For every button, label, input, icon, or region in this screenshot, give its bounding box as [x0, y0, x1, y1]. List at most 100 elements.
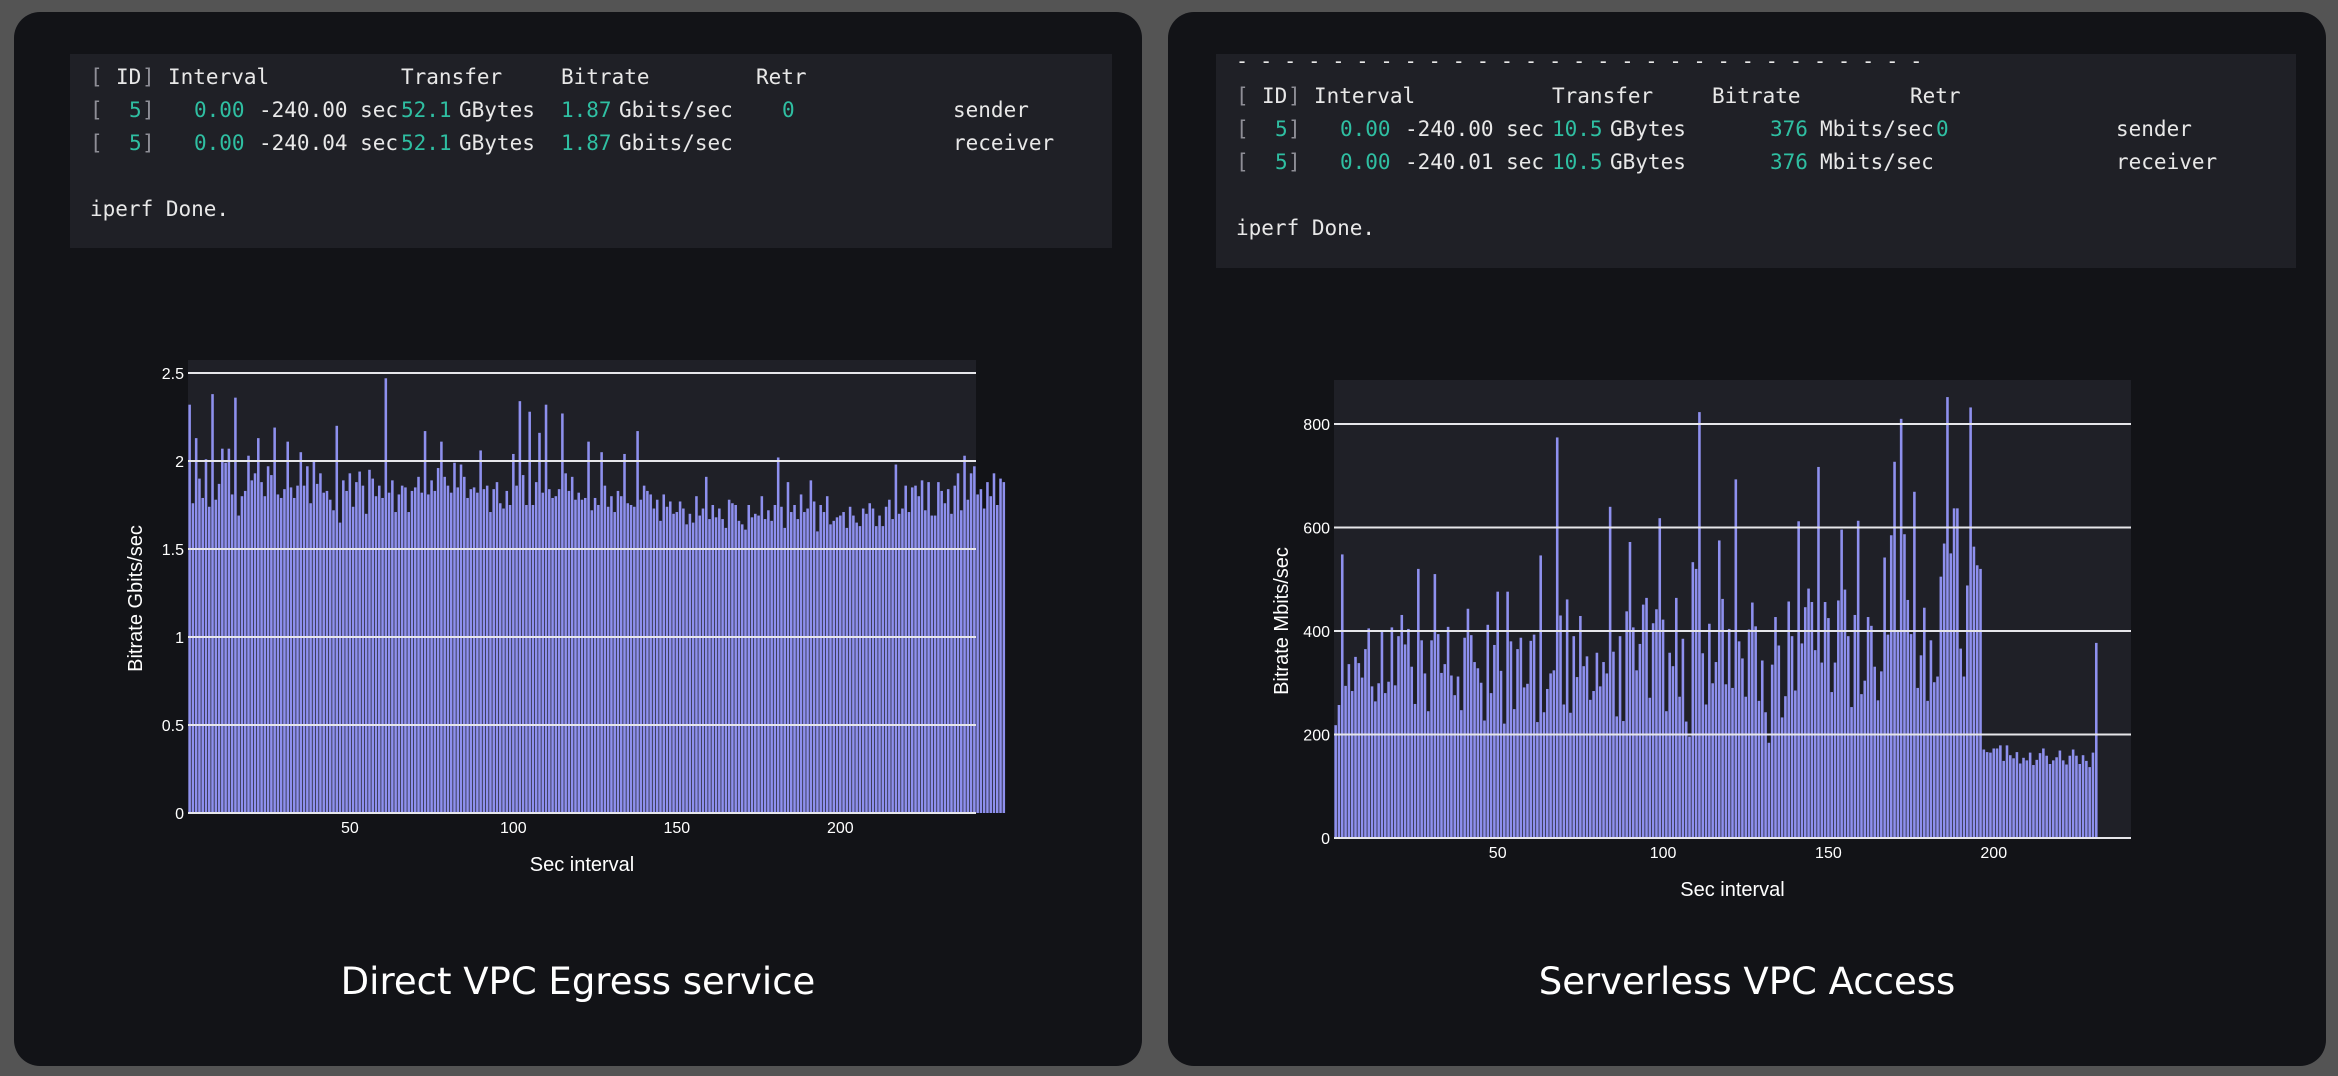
bar — [322, 492, 325, 813]
bar — [1813, 650, 1817, 838]
y-tick-label: 400 — [1303, 624, 1330, 641]
bar — [221, 448, 224, 813]
bar — [734, 505, 737, 813]
header-close-bracket: ] — [142, 65, 155, 89]
bar — [328, 499, 332, 813]
bar — [1456, 676, 1460, 838]
bar — [698, 515, 701, 813]
row-interval-end: -240.01 sec — [1405, 150, 1545, 174]
bar — [548, 489, 551, 813]
bar — [1364, 649, 1367, 838]
bar — [1446, 626, 1450, 838]
row-bitrate-unit: Mbits/sec — [1820, 150, 1934, 174]
bar — [969, 473, 973, 813]
bar — [1886, 634, 1890, 838]
bar — [1393, 685, 1397, 838]
row-interval-end: -240.04 sec — [259, 131, 399, 155]
bar — [534, 482, 538, 813]
x-tick-label: 50 — [341, 820, 359, 837]
bar — [1420, 640, 1423, 838]
y-tick-label: 800 — [1303, 417, 1330, 434]
bar — [1397, 636, 1400, 838]
bar — [1536, 722, 1539, 838]
bar — [476, 492, 479, 813]
bar — [1734, 479, 1738, 838]
bar — [992, 473, 996, 813]
bar — [2018, 763, 2022, 838]
bar — [194, 438, 198, 813]
bar — [1407, 628, 1410, 838]
bar — [1595, 652, 1599, 838]
bar — [1751, 602, 1754, 838]
bar — [1512, 709, 1516, 838]
bar — [554, 496, 558, 813]
bar — [387, 492, 391, 813]
row-open-bracket: [ — [1236, 150, 1249, 174]
bar — [1952, 508, 1956, 838]
bar — [731, 503, 734, 813]
bar — [1959, 648, 1962, 838]
bar — [1473, 662, 1476, 838]
bar — [515, 485, 518, 813]
bar — [1807, 588, 1810, 838]
bar — [302, 485, 306, 813]
bar — [1546, 688, 1549, 838]
bar — [446, 485, 450, 813]
bar — [355, 482, 358, 813]
header-open-bracket: [ — [1236, 84, 1249, 108]
bar — [829, 524, 832, 813]
row-transfer-value: 10.5 — [1552, 117, 1603, 141]
bar — [1350, 691, 1354, 838]
bar — [1962, 676, 1966, 838]
bar — [776, 457, 780, 813]
bar — [1876, 700, 1880, 838]
x-tick-label: 100 — [500, 820, 527, 837]
header-transfer: Transfer — [1552, 84, 1654, 108]
bar — [1562, 704, 1566, 838]
bar — [1846, 636, 1850, 838]
bar — [335, 425, 339, 813]
bar — [878, 515, 881, 813]
bar — [342, 480, 345, 813]
bar — [1622, 721, 1625, 838]
header-retr: Retr — [756, 65, 807, 89]
bar — [1681, 638, 1685, 838]
terminal-header-row: [ ID ] Interval Transfer Bitrate Retr — [1216, 81, 1961, 111]
bar — [1519, 637, 1523, 838]
bar — [1803, 607, 1807, 838]
bar — [1628, 541, 1632, 838]
bar — [1853, 614, 1857, 838]
bar — [1784, 696, 1787, 838]
bar — [744, 529, 747, 813]
bar — [966, 499, 970, 813]
bar — [770, 520, 773, 813]
bar — [378, 485, 381, 813]
bar — [1797, 521, 1800, 838]
bar — [1367, 628, 1371, 838]
bar — [2025, 760, 2029, 839]
bar — [466, 497, 469, 813]
bar — [188, 404, 191, 813]
bar — [1823, 602, 1827, 838]
iperf-output-terminal: - - - - - - - - - - - - - - - - - - - - … — [1216, 49, 2296, 268]
bar — [852, 515, 855, 813]
bar — [404, 487, 407, 813]
bar — [685, 524, 688, 813]
bar — [2009, 755, 2012, 838]
bar — [763, 519, 767, 813]
x-tick-label: 100 — [1650, 845, 1677, 862]
bar — [1926, 700, 1929, 838]
bar — [198, 478, 201, 813]
bar — [1979, 568, 1982, 838]
bar — [1694, 568, 1698, 838]
bar — [1579, 615, 1582, 838]
bar — [283, 489, 286, 813]
bar — [1899, 418, 1903, 838]
bar — [266, 466, 270, 813]
bar — [1460, 710, 1463, 838]
bar — [1612, 651, 1615, 838]
bar — [463, 476, 466, 813]
y-tick-label: 0.5 — [162, 718, 184, 735]
bar — [449, 492, 453, 813]
bar — [531, 505, 535, 813]
